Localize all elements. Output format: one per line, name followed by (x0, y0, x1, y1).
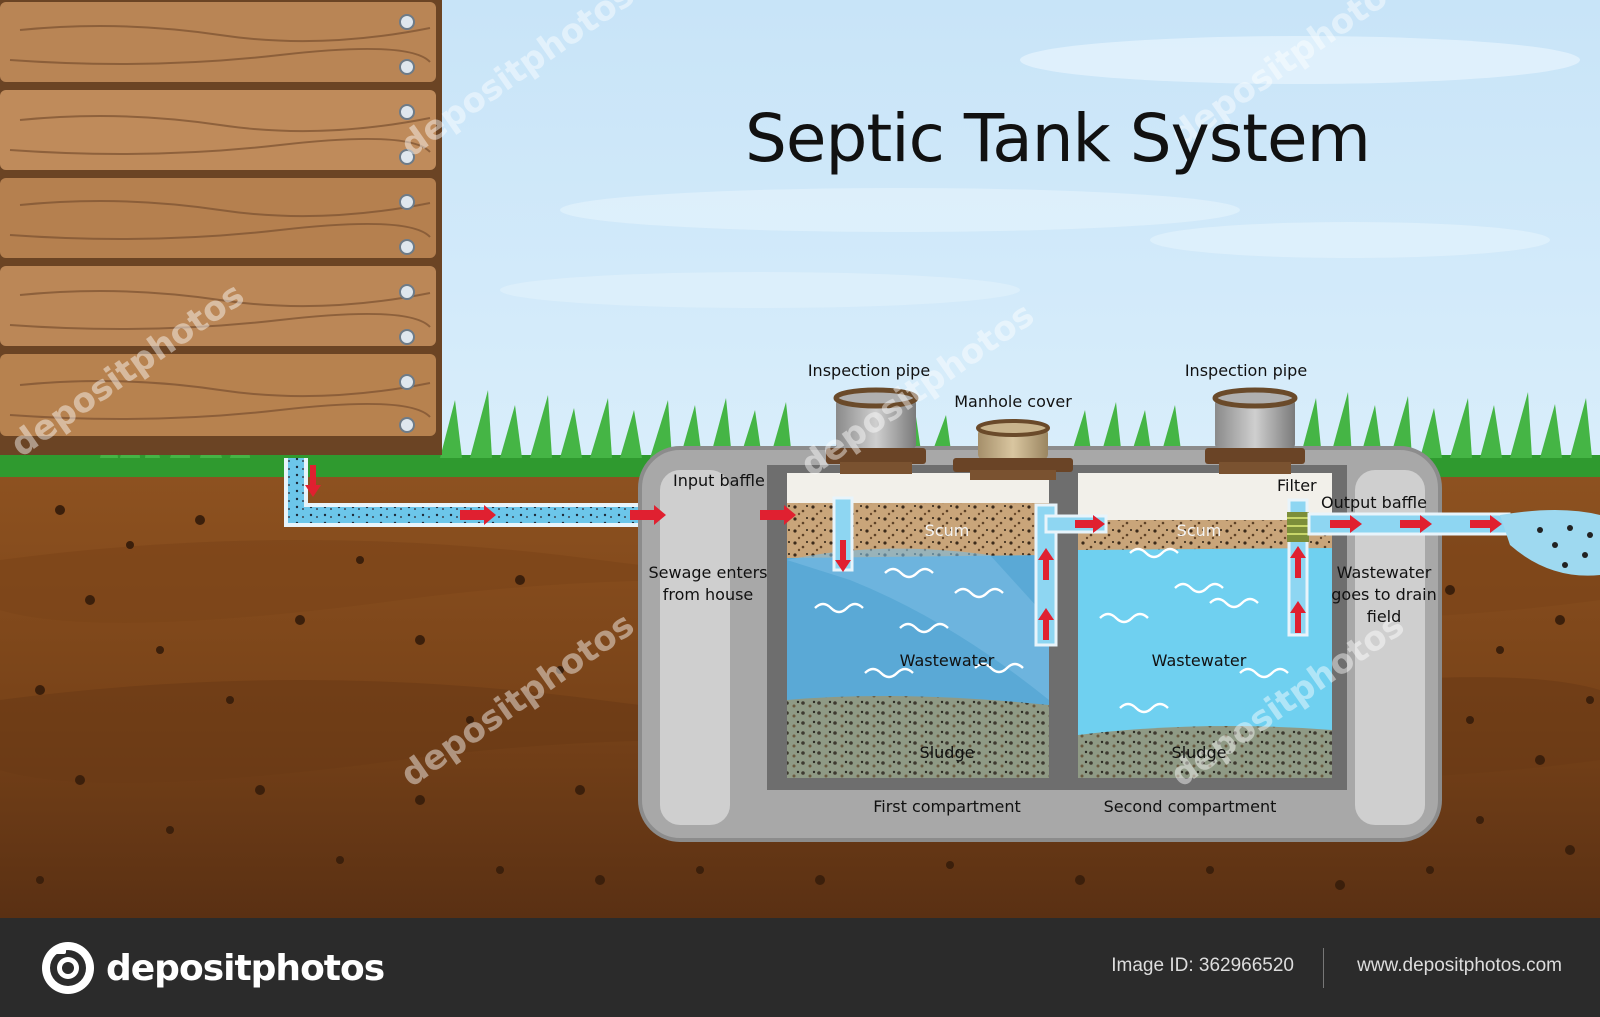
footer-divider (1323, 948, 1324, 988)
footer-bar: depositphotos Image ID: 362966520 www.de… (0, 918, 1600, 1017)
label-wastewater-right: Wastewater (1151, 651, 1247, 670)
image-id: Image ID: 362966520 (1111, 955, 1294, 976)
arrow-icon (1075, 515, 1105, 533)
label-inspection-pipe-left: Inspection pipe (807, 361, 931, 380)
arrow-icon (1400, 515, 1432, 533)
water-waves (814, 547, 1289, 714)
inspection-pipe-left (826, 387, 926, 474)
label-wastewater-out: Wastewater goes to drain field (1331, 563, 1437, 626)
arrow-icon (1290, 601, 1306, 633)
scene-illustration (0, 0, 1600, 918)
label-sewage-enters: Sewage enters from house (648, 563, 768, 604)
label-scum-right: Scum (1176, 521, 1222, 540)
soil-pebbles (35, 505, 1594, 890)
brand-logo[interactable]: depositphotos (40, 940, 385, 996)
arrow-icon (305, 465, 321, 497)
label-wastewater-left: Wastewater (899, 651, 995, 670)
label-manhole-cover: Manhole cover (954, 392, 1072, 411)
arrow-icon (460, 505, 496, 525)
septic-tank (638, 446, 1442, 842)
brand-name: depositphotos (106, 947, 385, 989)
label-input-baffle: Input baffle (673, 471, 765, 490)
house-wall (0, 0, 442, 455)
flow-arrows (305, 465, 1502, 640)
label-sludge-right: Sludge (1171, 743, 1227, 762)
label-sludge-left: Sludge (919, 743, 975, 762)
arrow-icon (1038, 548, 1054, 580)
manhole-cover-shape (953, 419, 1073, 480)
label-scum-left: Scum (924, 521, 970, 540)
arrow-icon (1038, 608, 1054, 640)
arrow-icon (630, 505, 666, 525)
label-second-compartment: Second compartment (1103, 797, 1277, 816)
inspection-pipe-right (1205, 387, 1305, 474)
page-title: Septic Tank System (745, 100, 1371, 177)
arrow-icon (835, 540, 851, 572)
arrow-icon (1290, 546, 1306, 578)
arrow-icon (1470, 515, 1502, 533)
label-filter: Filter (1277, 476, 1317, 495)
label-output-baffle: Output baffle (1321, 493, 1427, 512)
site-link[interactable]: www.depositphotos.com (1357, 955, 1562, 976)
camera-icon (42, 942, 94, 994)
label-first-compartment: First compartment (873, 797, 1021, 816)
arrow-icon (1330, 515, 1362, 533)
label-inspection-pipe-right: Inspection pipe (1184, 361, 1308, 380)
arrow-icon (760, 505, 796, 525)
